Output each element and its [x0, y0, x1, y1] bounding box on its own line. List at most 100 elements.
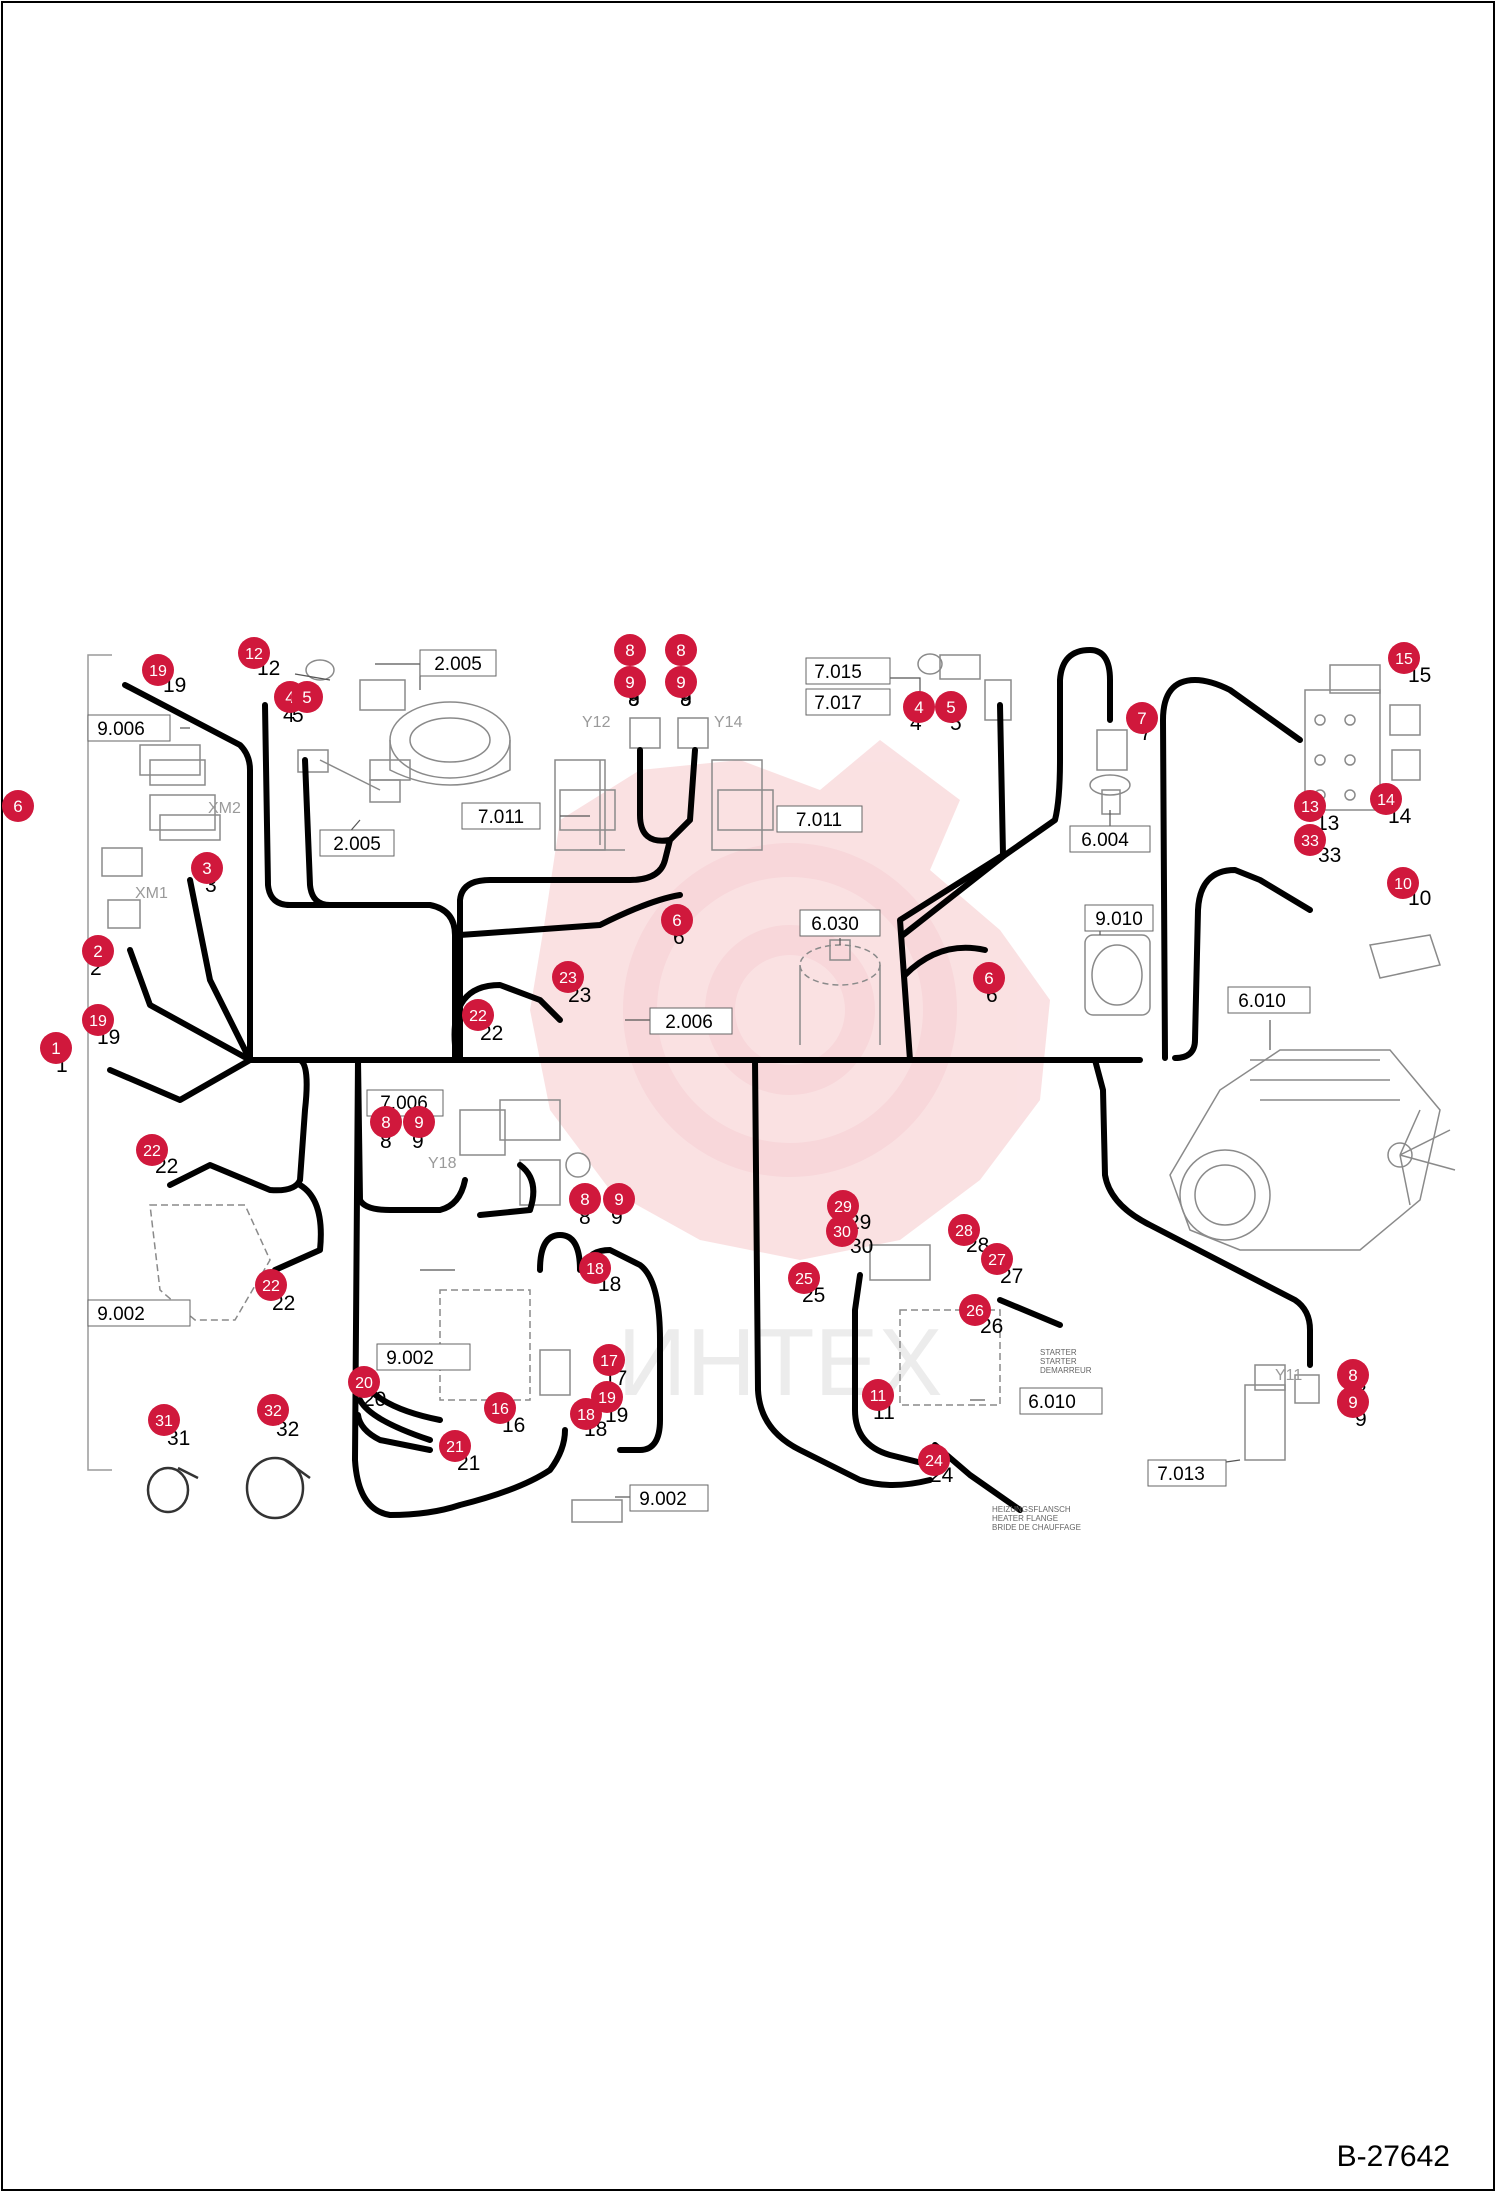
callout-1[interactable]: 1 [40, 1032, 72, 1064]
callout-12[interactable]: 12 [238, 637, 270, 669]
callout-number: 25 [795, 1271, 813, 1288]
callout-6[interactable]: 6 [661, 904, 693, 936]
callout-25[interactable]: 25 [788, 1262, 820, 1294]
wire-2005-left [262, 702, 333, 908]
wire-26 [997, 1297, 1063, 1328]
ref-label: 7.015 [814, 662, 862, 683]
callout-31[interactable]: 31 [148, 1404, 180, 1436]
callout-18[interactable]: 18 [579, 1252, 611, 1284]
sensor-2005 [297, 749, 401, 803]
callout-number: 4 [285, 688, 294, 707]
callout-circle [918, 1444, 950, 1476]
callout-4[interactable]: 4 [903, 691, 935, 723]
part-number-2: 2 [90, 957, 102, 980]
callout-19[interactable]: 19 [142, 654, 174, 686]
label-starter-fr: DEMARREUR [1040, 1366, 1092, 1375]
callout-number: 9 [1348, 1393, 1357, 1412]
callout-circle [2, 790, 34, 822]
callout-8[interactable]: 8 [569, 1183, 601, 1215]
callout-19[interactable]: 19 [82, 1004, 114, 1036]
callout-9[interactable]: 9 [1337, 1386, 1369, 1418]
callout-number: 22 [469, 1008, 487, 1025]
callout-number: 11 [870, 1388, 887, 1405]
throttle-body [305, 659, 511, 786]
callout-9[interactable]: 9 [403, 1106, 435, 1138]
callout-9[interactable]: 9 [665, 666, 697, 698]
callout-14[interactable]: 14 [1370, 783, 1402, 815]
component-tags: XM2 XM1 Y12 Y14 Y18 Y11 [135, 714, 1302, 1384]
callout-circle [136, 1134, 168, 1166]
callout-number: 18 [586, 1261, 604, 1278]
connector-xm2 [139, 744, 221, 841]
bracket-9002 [149, 1204, 271, 1321]
connector-10 [1369, 934, 1441, 979]
tag-y14: Y14 [714, 714, 743, 731]
callout-23[interactable]: 23 [552, 961, 584, 993]
callout-6[interactable]: 6 [2, 790, 34, 822]
callout-circle [1370, 783, 1402, 815]
ref-label: 7.013 [1157, 1464, 1205, 1485]
callout-number: 8 [625, 641, 634, 660]
callout-32[interactable]: 32 [257, 1394, 289, 1426]
callout-5[interactable]: 5 [291, 681, 323, 713]
callout-8[interactable]: 8 [665, 634, 697, 666]
callout-29[interactable]: 29 [827, 1190, 859, 1222]
ref-box: 9.006 [87, 714, 171, 742]
solenoid-y18 [459, 1099, 591, 1206]
callout-11[interactable]: 11 [862, 1379, 894, 1411]
callout-27[interactable]: 27 [981, 1243, 1013, 1275]
ref-label: 6.030 [811, 914, 859, 935]
part-number-8: 8 [680, 688, 692, 711]
part-number-1: 1 [56, 1054, 68, 1077]
wire-y12-y14 [457, 747, 698, 1063]
connector-xm1 [101, 847, 143, 929]
callout-28[interactable]: 28 [948, 1214, 980, 1246]
callout-5[interactable]: 5 [935, 691, 967, 723]
callout-number: 8 [676, 641, 685, 660]
callout-20[interactable]: 20 [348, 1366, 380, 1398]
wire-6-right [902, 944, 988, 978]
callout-number: 12 [245, 646, 263, 663]
ref-label: 7.017 [814, 693, 862, 714]
callout-7[interactable]: 7 [1126, 702, 1158, 734]
callout-18[interactable]: 18 [570, 1398, 602, 1430]
ref-label: 6.004 [1081, 830, 1129, 851]
callout-16[interactable]: 16 [484, 1392, 516, 1424]
callout-number: 26 [966, 1303, 984, 1320]
callout-30[interactable]: 30 [826, 1215, 858, 1247]
ref-label: 6.010 [1238, 991, 1286, 1012]
callout-22[interactable]: 22 [462, 999, 494, 1031]
callout-10[interactable]: 10 [1387, 867, 1419, 899]
callout-8[interactable]: 8 [614, 634, 646, 666]
callout-number: 17 [600, 1353, 618, 1370]
callout-8[interactable]: 8 [370, 1106, 402, 1138]
callout-circle [570, 1398, 602, 1430]
callout-9[interactable]: 9 [614, 666, 646, 698]
part-number-9: 9 [611, 1206, 623, 1229]
callout-22[interactable]: 22 [255, 1269, 287, 1301]
ref-box: 9.002 [376, 1343, 471, 1371]
callout-3[interactable]: 3 [191, 852, 223, 884]
callout-number: 9 [625, 673, 634, 692]
callout-circle [552, 961, 584, 993]
part-number-8: 8 [380, 1130, 392, 1153]
callout-circle [82, 1004, 114, 1036]
callout-number: 6 [984, 969, 993, 988]
printed-labels: STARTER STARTER DEMARREUR HEIZUNGSFLANSC… [992, 1348, 1092, 1532]
callout-2[interactable]: 2 [82, 935, 114, 967]
callout-24[interactable]: 24 [918, 1444, 950, 1476]
callout-21[interactable]: 21 [439, 1430, 471, 1462]
callout-26[interactable]: 26 [959, 1294, 991, 1326]
callout-33[interactable]: 33 [1294, 824, 1326, 856]
callout-9[interactable]: 9 [603, 1183, 635, 1215]
callout-6[interactable]: 6 [973, 962, 1005, 994]
wire-2005 [302, 757, 458, 1063]
callout-13[interactable]: 13 [1294, 790, 1326, 822]
callout-8[interactable]: 8 [1337, 1359, 1369, 1391]
callout-22[interactable]: 22 [136, 1134, 168, 1166]
callout-15[interactable]: 15 [1388, 642, 1420, 674]
clamp-31-icon [146, 1466, 199, 1514]
callout-number: 19 [149, 663, 167, 680]
callout-17[interactable]: 17 [593, 1344, 625, 1376]
callout-circle [959, 1294, 991, 1326]
